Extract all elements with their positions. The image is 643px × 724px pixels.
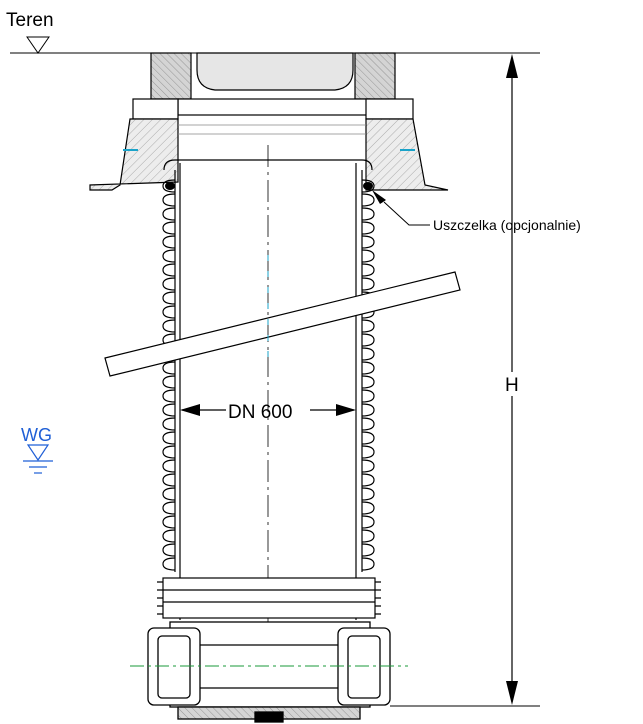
socket-ribs-right bbox=[375, 581, 381, 615]
inflow-pipe bbox=[104, 271, 461, 377]
riser-pipe bbox=[162, 159, 375, 620]
cover-ring bbox=[177, 98, 371, 116]
diameter-arrow-left-icon bbox=[180, 404, 200, 416]
cover-lid bbox=[196, 52, 354, 91]
base-chamber bbox=[147, 621, 391, 723]
gasket-left bbox=[165, 182, 175, 190]
ring-right bbox=[365, 118, 449, 191]
diameter-label: DN 600 bbox=[228, 402, 292, 423]
height-label: H bbox=[505, 375, 519, 396]
corrugation-right bbox=[361, 179, 375, 571]
cover-step-right bbox=[365, 98, 414, 120]
height-arrow-top-icon bbox=[506, 54, 518, 78]
gasket-callout: Uszczelka (opcjonalnie) bbox=[165, 182, 581, 233]
height-arrow-bottom-icon bbox=[506, 681, 518, 705]
gasket-leader bbox=[383, 201, 430, 226]
load-relief-ring bbox=[89, 118, 449, 191]
height-label-bg bbox=[502, 372, 522, 396]
socket-body bbox=[162, 577, 376, 619]
diameter-arrow-right-icon bbox=[336, 404, 356, 416]
gasket-right bbox=[363, 182, 373, 190]
diameter-dimension: DN 600 bbox=[180, 402, 356, 423]
cover-frame bbox=[132, 52, 414, 120]
water-triangle-icon bbox=[26, 444, 50, 462]
corrugation-left bbox=[162, 179, 176, 571]
base-port-left-inner bbox=[157, 635, 191, 699]
cover-frame-right bbox=[354, 52, 396, 100]
socket-coupling bbox=[157, 577, 381, 619]
pipe-top bbox=[163, 159, 373, 171]
groundwater-label: WG bbox=[21, 425, 52, 445]
ground-level: Teren bbox=[6, 10, 540, 54]
base-foot-center bbox=[254, 711, 284, 723]
height-dimension: H bbox=[390, 54, 540, 707]
ground-label: Teren bbox=[6, 10, 54, 31]
base-port-right-inner bbox=[347, 635, 381, 699]
groundwater-level: WG bbox=[21, 425, 53, 474]
ground-triangle-icon bbox=[26, 36, 50, 54]
ring-left bbox=[89, 118, 179, 191]
cover-frame-left bbox=[150, 52, 192, 100]
gasket-label: Uszczelka (opcjonalnie) bbox=[433, 217, 581, 233]
cover-step-left bbox=[132, 98, 179, 120]
socket-ribs-left bbox=[157, 581, 163, 615]
gasket-arrow-icon bbox=[372, 190, 386, 204]
inflow-pipe-body bbox=[104, 271, 461, 377]
